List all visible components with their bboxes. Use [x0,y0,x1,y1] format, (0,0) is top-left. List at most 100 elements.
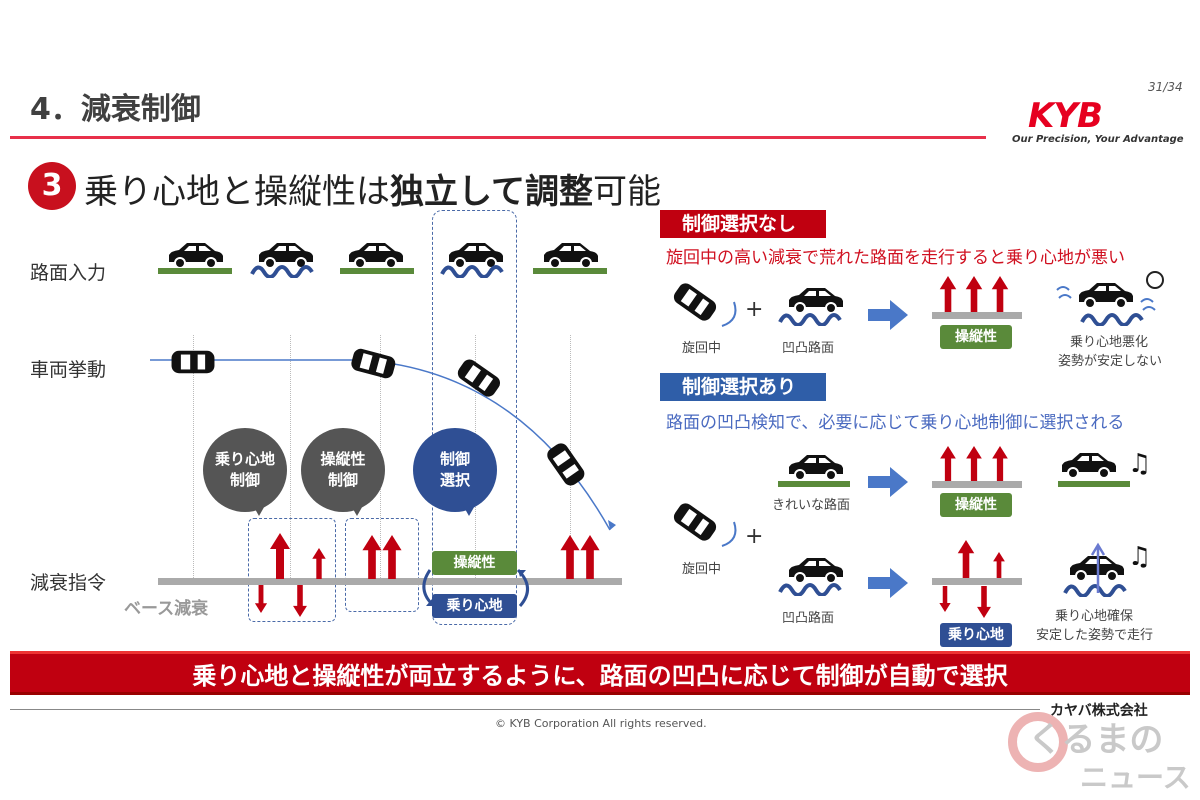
timeline-divider [290,335,291,580]
flat-road-icon [340,268,414,274]
bubble-text: 選択 [439,471,470,489]
flat-road-icon [533,268,607,274]
down-arrow-icon [252,585,270,613]
damping-line [932,481,1022,488]
result-unstable: 姿勢が安定しない [1058,354,1163,369]
up-arrow-icon [580,535,600,579]
unstable-car-icon [1056,271,1164,326]
row-label-road-input: 路面入力 [30,262,107,284]
handling-tag: 操縦性 [940,325,1012,349]
turning-caption: 旋回中 [682,562,722,577]
bumpy-road-caption: 凹凸路面 [782,341,835,356]
plus-icon: + [745,524,764,549]
flat-road-icon [1058,481,1130,487]
plus-icon: + [745,297,764,322]
result-stable: 安定した姿勢で走行 [1036,628,1154,643]
comfort-tag: 乗り心地 [940,623,1012,647]
select-description: 路面の凹凸検知で、必要に応じて乗り心地制御に選択される [666,413,1125,433]
result-comfort-secured: 乗り心地確保 [1055,609,1134,624]
up-arrow-icon [938,446,958,482]
bubble-text: 制御 [439,450,470,468]
right-arrow-icon [868,568,908,598]
watermark-text: ニュース [1080,761,1191,794]
up-arrow-icon [382,535,402,579]
down-arrow-icon [290,585,310,617]
watermark-text: くるまの [1028,720,1164,760]
clean-road-caption: きれいな路面 [772,498,851,513]
copyright: © KYB Corporation All rights reserved. [495,717,707,730]
header-rule [10,136,986,139]
subtitle-text-end: 可能 [592,172,661,212]
stable-car-music-icon: ♫ [1063,542,1151,597]
up-arrow-icon [964,276,984,314]
car-icon [785,555,845,585]
up-arrow-icon [956,540,976,578]
kyb-tagline: Our Precision, Your Advantage [1012,134,1184,145]
summary-banner: 乗り心地と操縦性が両立するように、路面の凹凸に応じて制御が自動で選択 [10,651,1190,695]
car-music-icon: ♫ [1061,449,1151,479]
bubble-text: 操縦性 [320,450,366,468]
car-icon [165,240,225,270]
up-arrow-icon [990,552,1008,579]
row-label-vehicle-behavior: 車両挙動 [30,359,107,381]
flat-road-icon [778,481,850,487]
result-comfort-worse: 乗り心地悪化 [1070,335,1149,350]
bumpy-road-icon [778,582,848,596]
page-number: 31/34 [1148,80,1183,94]
bumpy-road-icon [440,264,510,278]
slide-title: 4．減衰制御 [30,92,201,127]
up-arrow-icon [990,446,1010,482]
base-damping-label: ベース減衰 [124,599,209,619]
car-icon [345,240,405,270]
row-label-damping-command: 減衰指令 [30,572,107,594]
comfort-control-box [248,518,336,622]
top-view-car-icon [171,350,215,374]
no-select-description: 旋回中の高い減衰で荒れた路面を走行すると乗り心地が悪い [666,248,1125,268]
speech-bubble-handling-control: 操縦性制御 [301,428,385,516]
base-damping-line [158,578,622,585]
handling-control-box [345,518,419,612]
up-arrow-icon [362,535,382,579]
svg-text:♫: ♫ [1128,542,1151,572]
point-number-badge: 3 [28,162,76,210]
turning-car-icon [670,280,737,327]
watermark-logo-icon [1008,712,1068,772]
speech-bubble-comfort-control: 乗り心地制御 [203,428,287,516]
down-arrow-icon [974,586,994,618]
handling-tag: 操縦性 [940,493,1012,517]
select-header: 制御選択あり [660,373,826,401]
bubble-text: 制御 [327,471,358,489]
up-arrow-icon [560,535,580,579]
subtitle-emphasis: 独立して調整 [390,172,593,212]
speech-bubble-control-select: 制御選択 [413,428,497,516]
up-arrow-icon [270,533,290,579]
kyb-logo: KYB [1028,96,1103,136]
vehicle-path [150,347,616,531]
up-arrow-icon [310,548,328,579]
top-view-car-icon [349,347,397,380]
car-icon [785,285,845,315]
turning-caption: 旋回中 [682,341,722,356]
bubble-text: 制御 [229,471,260,489]
slide-subtitle: 乗り心地と操縦性は独立して調整可能 [84,164,661,213]
handling-tag: 操縦性 [432,551,517,575]
subtitle-text: 乗り心地と操縦性は [84,172,390,212]
comfort-tag: 乗り心地 [432,594,517,618]
up-arrow-icon [938,276,958,314]
car-icon [785,452,845,482]
no-select-header: 制御選択なし [660,210,826,238]
bubble-text: 乗り心地 [214,450,275,468]
turning-car-icon [670,500,737,547]
bumpy-road-caption: 凹凸路面 [782,611,835,626]
bumpy-road-icon [778,312,848,326]
up-arrow-icon [990,276,1010,314]
svg-text:♫: ♫ [1128,449,1151,479]
flat-road-icon [158,268,232,274]
right-arrow-icon [868,300,908,330]
car-icon [540,240,600,270]
footer-rule [10,709,1040,710]
damping-line [932,578,1022,585]
company-name: カヤバ株式会社 [1050,703,1148,719]
right-arrow-icon [868,467,908,497]
up-arrow-icon [964,446,984,482]
